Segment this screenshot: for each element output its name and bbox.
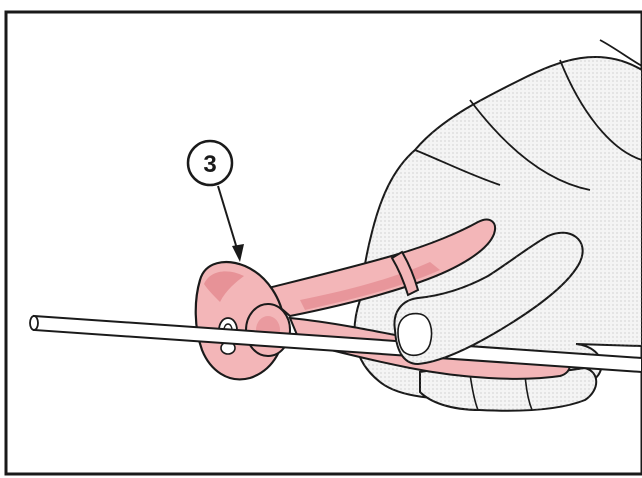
- callout-label: 3: [203, 151, 216, 178]
- callout-leader: [218, 186, 238, 252]
- callout-3: 3: [188, 141, 244, 262]
- callout-arrowhead: [232, 244, 244, 262]
